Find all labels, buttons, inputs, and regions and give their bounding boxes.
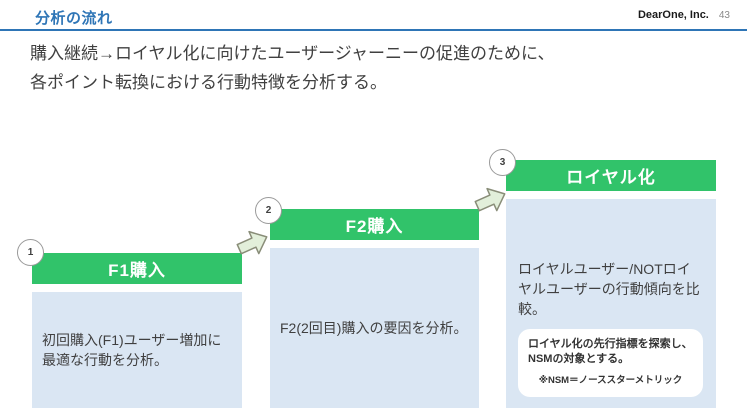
nsm-callout-box: ロイヤル化の先行指標を探索し、NSMの対象とする。 ※NSM＝ノーススターメトリ…	[518, 329, 703, 397]
step-2-body-text: F2(2回目)購入の要因を分析。	[280, 320, 468, 336]
header-right: DearOne, Inc. 43	[638, 9, 730, 21]
lead-paragraph: 購入継続→ロイヤル化に向けたユーザージャーニーの促進のために、 各ポイント転換に…	[30, 39, 554, 97]
step-3-number-badge: 3	[489, 149, 516, 176]
step-3-body: ロイヤルユーザー/NOTロイヤルユーザーの行動傾向を比較。 ロイヤル化の先行指標…	[506, 199, 716, 408]
nsm-callout-text: ロイヤル化の先行指標を探索し、NSMの対象とする。	[528, 338, 693, 365]
nsm-callout-note: ※NSM＝ノーススターメトリック	[538, 375, 683, 386]
lead-line-1: 購入継続→ロイヤル化に向けたユーザージャーニーの促進のために、	[30, 44, 555, 63]
title-divider	[0, 29, 747, 31]
step-1-f1-purchase: F1購入 初回購入(F1)ユーザー増加に最適な行動を分析。	[32, 253, 242, 408]
page-title: 分析の流れ	[35, 10, 113, 27]
step-1-body: 初回購入(F1)ユーザー増加に最適な行動を分析。	[32, 292, 242, 408]
step-2-body: F2(2回目)購入の要因を分析。	[270, 248, 479, 408]
step-1-header: F1購入	[32, 253, 242, 284]
step-2-header: F2購入	[270, 209, 479, 240]
step-2-f2-purchase: F2購入 F2(2回目)購入の要因を分析。	[270, 209, 479, 408]
step-2-number-badge: 2	[255, 197, 282, 224]
page-number: 43	[718, 10, 730, 21]
lead-line-2: 各ポイント転換における行動特徴を分析する。	[30, 73, 387, 92]
step-3-body-text: ロイヤルユーザー/NOTロイヤルユーザーの行動傾向を比較。	[518, 261, 700, 317]
arrow-step2-to-step3-icon	[473, 182, 509, 223]
step-3-header: ロイヤル化	[506, 160, 716, 191]
step-1-body-text: 初回購入(F1)ユーザー増加に最適な行動を分析。	[42, 332, 222, 368]
step-3-loyalty: ロイヤル化 ロイヤルユーザー/NOTロイヤルユーザーの行動傾向を比較。 ロイヤル…	[506, 160, 716, 408]
company-name: DearOne, Inc.	[637, 9, 709, 21]
arrow-step1-to-step2-icon	[235, 225, 271, 266]
step-1-number-badge: 1	[17, 239, 44, 266]
